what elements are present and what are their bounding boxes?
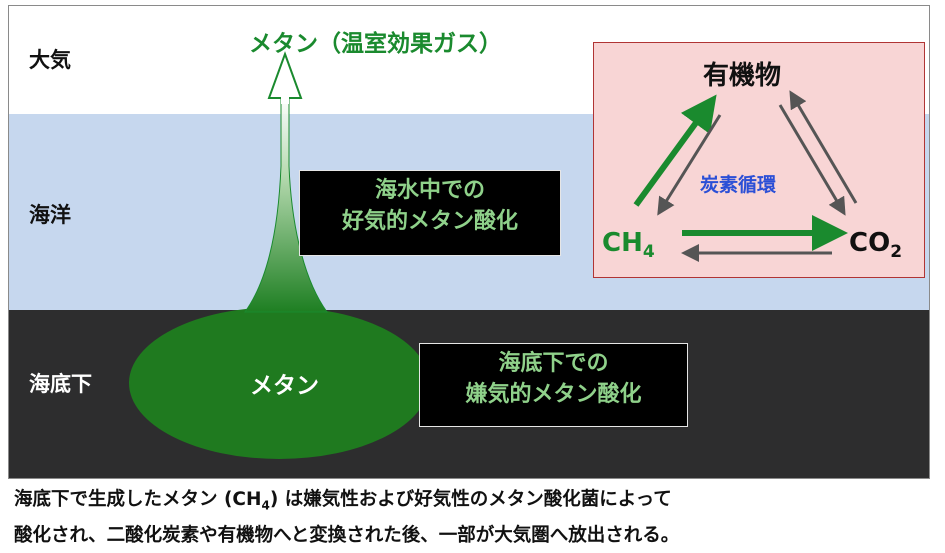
carbon-cycle-label: 炭素循環 [700, 174, 777, 196]
methane-reservoir-ellipse [129, 307, 429, 459]
diagram-frame: 大気 海洋 海底下 メタン（温室効果ガス） メタン 海水中での 好気的メタン酸化… [8, 5, 930, 479]
caption-ch4-subscript: 4 [261, 498, 270, 513]
zone-label-seabed: 海底下 [29, 372, 92, 396]
zone-label-atmosphere: 大気 [29, 48, 71, 72]
arrow-organic-to-co2 [778, 104, 846, 216]
anaerobic-oxidation-box: 海底下での 嫌気的メタン酸化 [419, 343, 688, 427]
co2-label: CO2 [849, 228, 902, 262]
methane-reservoir-label: メタン [250, 373, 319, 399]
ch4-main: CH [602, 228, 643, 258]
aerobic-box-line1: 海水中での [374, 178, 485, 203]
caption-line-1: 海底下で生成したメタン (CH4) は嫌気性および好気性のメタン酸化菌によって [14, 485, 934, 521]
ch4-subscript: 4 [642, 242, 655, 263]
methane-plume-graphic [129, 51, 429, 459]
arrow-co2-to-organic [789, 90, 858, 204]
carbon-cycle-box: 有機物 炭素循環 CH4 CO2 [593, 42, 925, 278]
caption-line1-part-b: ) は嫌気性および好気性のメタン酸化菌によって [269, 489, 672, 510]
co2-main: CO [849, 228, 891, 258]
arrow-ch4-to-organic [633, 94, 717, 207]
arrow-organic-to-ch4 [657, 114, 722, 216]
ch4-label: CH4 [602, 228, 655, 262]
aerobic-box-line2: 好気的メタン酸化 [341, 209, 518, 234]
organic-matter-label: 有機物 [703, 61, 782, 91]
figure-caption: 海底下で生成したメタン (CH4) は嫌気性および好気性のメタン酸化菌によって … [14, 485, 934, 551]
anaerobic-box-line2: 嫌気的メタン酸化 [465, 382, 642, 407]
anaerobic-box-line1: 海底下での [498, 351, 609, 376]
zone-label-ocean: 海洋 [29, 203, 71, 227]
carbon-cycle-arrows [633, 90, 858, 262]
aerobic-oxidation-box: 海水中での 好気的メタン酸化 [299, 170, 561, 256]
caption-line1-part-a: 海底下で生成したメタン (CH [14, 489, 262, 510]
co2-subscript: 2 [890, 242, 903, 263]
plume-arrow-head [267, 51, 303, 99]
caption-line-2: 酸化され、二酸化炭素や有機物へと変換された後、一部が大気圏へ放出される。 [14, 524, 680, 546]
methane-title: メタン（温室効果ガス） [249, 31, 502, 57]
